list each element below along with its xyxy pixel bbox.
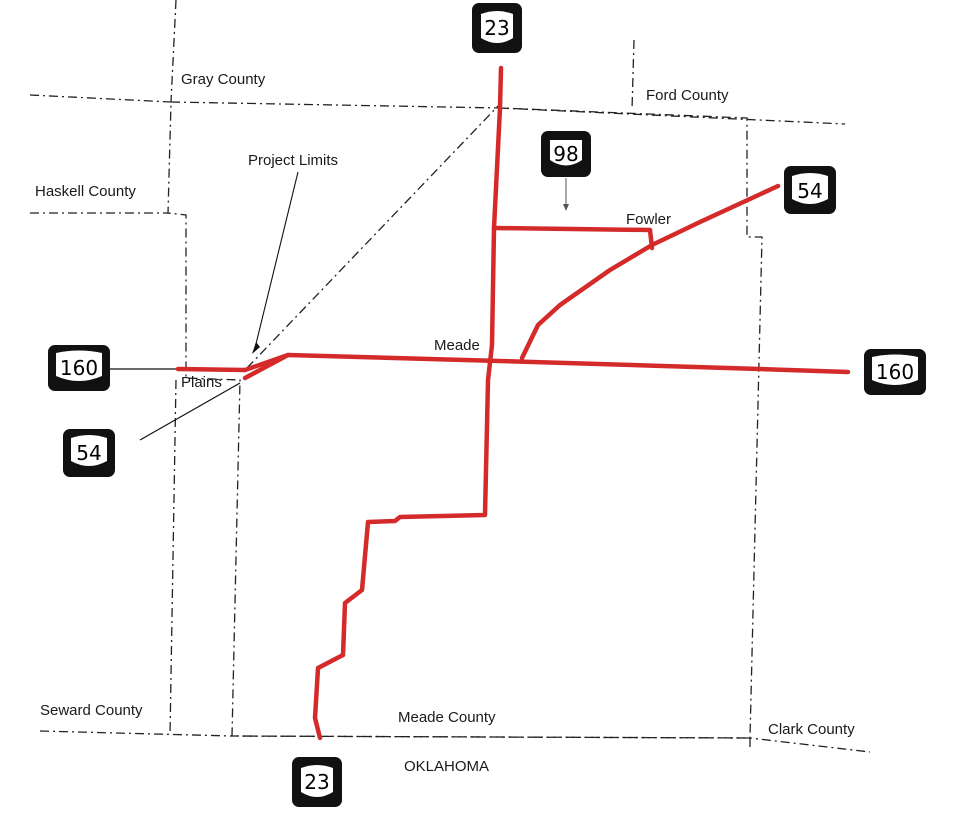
project-limit-line <box>246 104 500 369</box>
county-boundaries <box>29 0 871 753</box>
gray-county-west-line <box>170 0 177 103</box>
route-k98 <box>491 225 655 251</box>
clark-county-label: Clark County <box>768 721 855 738</box>
us-54-east-shield-number: 54 <box>797 179 822 203</box>
ford-county-label: Ford County <box>646 87 729 104</box>
us-23-north-shield-number: 23 <box>484 16 509 40</box>
us54-west-extension <box>139 382 241 441</box>
seward-county-label: Seward County <box>40 702 143 719</box>
k98-pointer <box>563 178 569 211</box>
us-160-west-shield-number: 160 <box>60 356 98 380</box>
meade-county-outline <box>167 101 763 739</box>
us-54-east-shield-face <box>792 173 828 204</box>
us-54-west-shield-face <box>71 435 107 466</box>
county-labels: Gray County Ford County Haskell County S… <box>35 71 855 775</box>
route-us54-west <box>242 352 291 381</box>
seward-west-line <box>169 379 177 736</box>
haskell-county-label: Haskell County <box>35 183 136 200</box>
us-160-east-shield: 160 <box>864 349 926 395</box>
fowler-town-label: Fowler <box>626 211 671 228</box>
route-us160 <box>175 352 851 375</box>
meade-town-label: Meade <box>434 337 480 354</box>
us-23-north-shield-face <box>481 11 513 43</box>
meade-county-label: Meade County <box>398 709 496 726</box>
route-us23 <box>312 65 504 741</box>
project-limits-label: Project Limits <box>248 152 338 169</box>
gray-county-label: Gray County <box>181 71 266 88</box>
state-line <box>39 730 871 753</box>
us-23-south-shield-face <box>301 765 333 797</box>
k98-pointer-head <box>563 204 569 211</box>
plains-town-label: Plains <box>181 374 222 391</box>
us-54-west-shield-number: 54 <box>76 441 101 465</box>
route-us54 <box>519 183 781 361</box>
us-23-south-shield-number: 23 <box>304 770 329 794</box>
us-160-west-shield-face <box>56 350 102 381</box>
us-23-north-shield: 23 <box>472 3 522 53</box>
project-limits-leader <box>254 171 299 349</box>
base-roads <box>110 368 241 441</box>
us-160-east-shield-face <box>872 354 918 385</box>
project-limits-callout: Project Limits <box>248 152 338 354</box>
us-54-east-shield: 54 <box>784 166 836 214</box>
k-98-shield-face <box>550 140 582 166</box>
ford-county-west-line <box>631 39 635 111</box>
us-23-south-shield: 23 <box>292 757 342 807</box>
k-98-shield-number: 98 <box>553 142 578 166</box>
town-labels: Meade Fowler Plains <box>181 211 671 391</box>
k-98-shield: 98 <box>541 131 591 177</box>
project-limits-arrowhead <box>252 342 260 354</box>
highlighted-routes <box>175 65 851 741</box>
us-160-west-shield: 160 <box>48 345 110 391</box>
oklahoma-label: OKLAHOMA <box>404 758 489 775</box>
gray-ford-line <box>29 94 846 125</box>
us-54-west-shield: 54 <box>63 429 115 477</box>
us-160-east-shield-number: 160 <box>876 360 914 384</box>
